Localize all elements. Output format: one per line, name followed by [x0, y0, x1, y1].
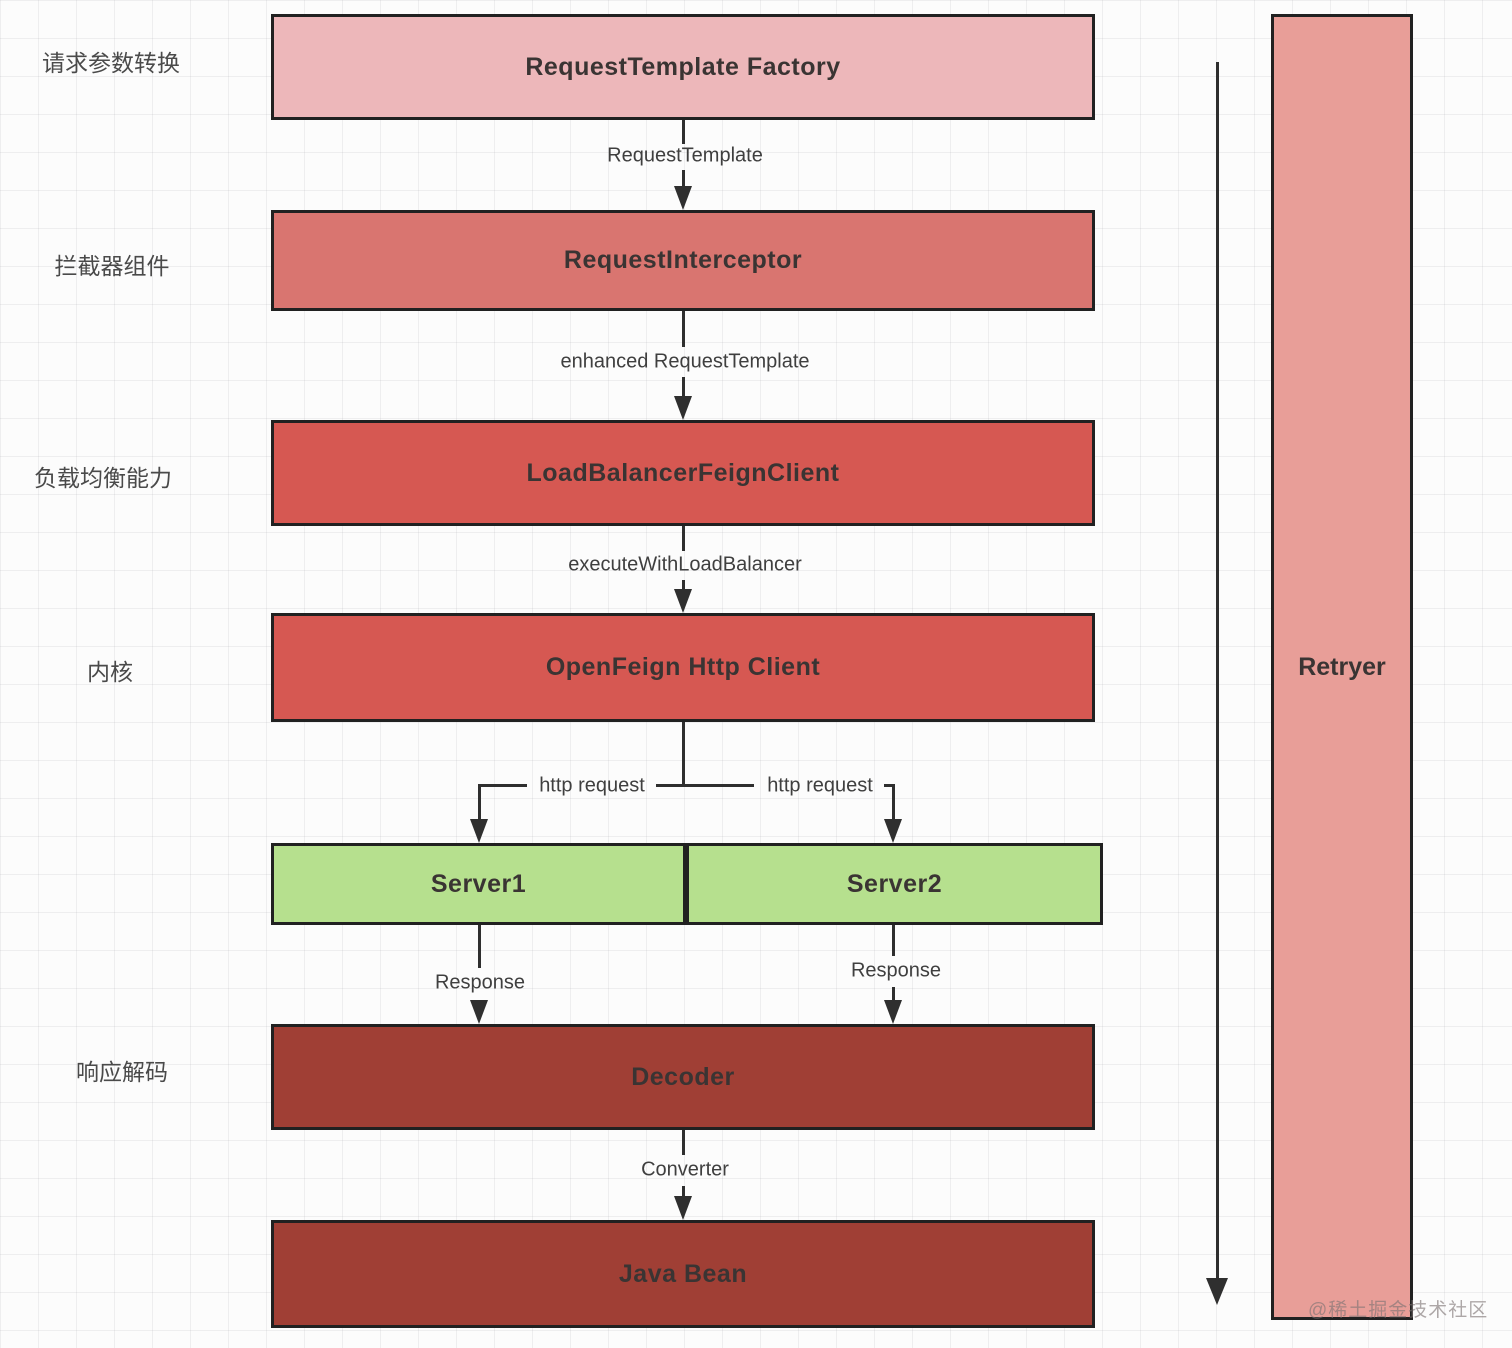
node-request-template-factory: RequestTemplate Factory — [271, 14, 1095, 120]
node-decoder: Decoder — [271, 1024, 1095, 1130]
retry-span-line — [1216, 62, 1219, 1279]
node-load-balancer-feign-client: LoadBalancerFeignClient — [271, 420, 1095, 526]
arrowhead-down-icon — [884, 1000, 902, 1024]
edge-label-execute-with-load-balancer: executeWithLoadBalancer — [568, 553, 802, 576]
branch-right-drop-line — [892, 784, 895, 820]
side-label-kernel: 内核 — [87, 659, 133, 685]
branch-right-line — [884, 784, 895, 787]
edge-label-http-request-left: http request — [539, 774, 645, 797]
node-server1: Server1 — [271, 843, 686, 925]
connector-interceptor-loadbalancer-line — [682, 377, 685, 396]
connector-server2-decoder-line — [892, 925, 895, 956]
arrowhead-down-icon — [470, 819, 488, 843]
edge-label-response-left: Response — [434, 971, 526, 994]
arrowhead-down-icon — [1206, 1278, 1228, 1305]
connector-loadbalancer-httpclient-line — [682, 580, 685, 589]
connector-server1-decoder-line — [478, 925, 481, 968]
watermark-text: @稀土掘金技术社区 — [1308, 1300, 1489, 1321]
branch-stem-line — [682, 722, 685, 787]
side-label-interceptor-component: 拦截器组件 — [54, 253, 170, 279]
node-request-interceptor: RequestInterceptor — [271, 210, 1095, 311]
node-server2: Server2 — [686, 843, 1103, 925]
node-java-bean: Java Bean — [271, 1220, 1095, 1328]
branch-left-line — [478, 784, 527, 787]
edge-label-http-request-right: http request — [767, 774, 873, 797]
arrowhead-down-icon — [674, 396, 692, 420]
connector-factory-interceptor-line — [682, 120, 685, 144]
connector-server2-decoder-line — [892, 987, 895, 1000]
edge-label-response-right: Response — [850, 959, 942, 982]
connector-factory-interceptor-line — [682, 170, 685, 187]
branch-middle-line — [656, 784, 754, 787]
branch-left-drop-line — [478, 784, 481, 820]
arrowhead-down-icon — [884, 819, 902, 843]
arrowhead-down-icon — [674, 186, 692, 210]
connector-interceptor-loadbalancer-line — [682, 311, 685, 347]
arrowhead-down-icon — [674, 589, 692, 613]
side-label-response-decoding: 响应解码 — [76, 1059, 168, 1085]
side-label-load-balancing: 负载均衡能力 — [34, 465, 172, 491]
connector-loadbalancer-httpclient-line — [682, 526, 685, 551]
side-label-request-param-conversion: 请求参数转换 — [42, 50, 180, 76]
connector-decoder-javabean-line — [682, 1186, 685, 1196]
arrowhead-down-icon — [674, 1196, 692, 1220]
edge-label-request-template: RequestTemplate — [607, 144, 763, 167]
edge-label-enhanced-request-template: enhanced RequestTemplate — [560, 350, 810, 373]
arrowhead-down-icon — [470, 1000, 488, 1024]
edge-label-converter: Converter — [641, 1158, 729, 1181]
node-retryer: Retryer — [1271, 14, 1413, 1320]
connector-decoder-javabean-line — [682, 1130, 685, 1155]
node-openfeign-http-client: OpenFeign Http Client — [271, 613, 1095, 722]
